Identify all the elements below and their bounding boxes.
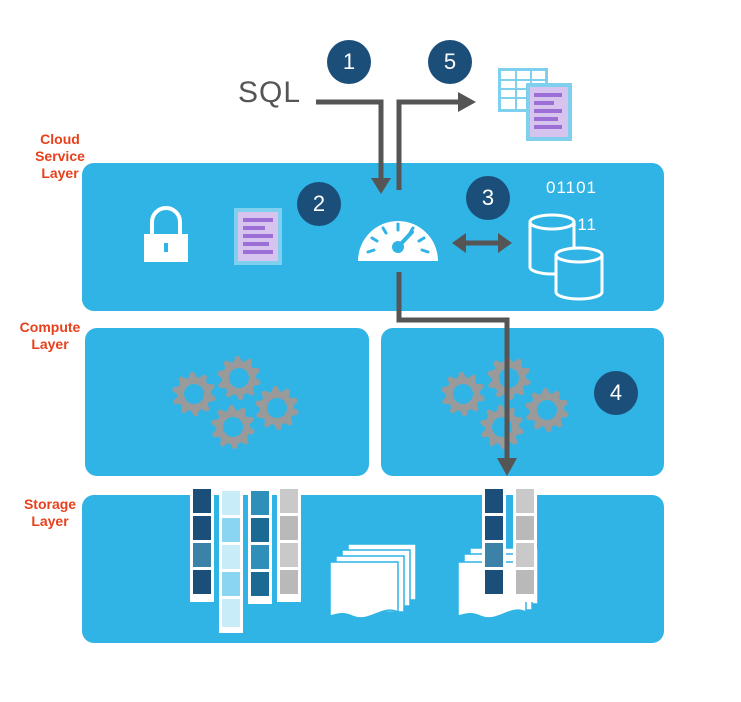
cloud-service-layer-label: Cloud Service Layer bbox=[35, 131, 85, 181]
columnar-storage-icon bbox=[457, 486, 539, 619]
storage-layer-label: Storage Layer bbox=[23, 496, 77, 529]
lock-icon bbox=[144, 206, 188, 262]
gear-hole bbox=[184, 384, 204, 404]
step-badge-2: 2 bbox=[297, 182, 341, 226]
gear-hole bbox=[223, 417, 243, 437]
gear-hole bbox=[453, 384, 473, 404]
step-badge-1: 1 bbox=[327, 40, 371, 84]
binary-line-1: 01101 bbox=[546, 178, 598, 197]
micro-partition-files-icon bbox=[329, 543, 417, 619]
gear-hole bbox=[267, 398, 287, 418]
arrow-heads bbox=[371, 92, 517, 476]
gear-cluster-icon bbox=[172, 356, 299, 449]
step-badge-3: 3 bbox=[466, 176, 510, 220]
optimizer-gauge-icon bbox=[358, 221, 438, 261]
sql-label: SQL bbox=[238, 76, 302, 109]
gear-hole bbox=[229, 368, 249, 388]
result-table-icon bbox=[498, 68, 572, 141]
step-badge-5: 5 bbox=[428, 40, 472, 84]
cache-database-icon bbox=[528, 213, 604, 301]
columnar-storage-icon bbox=[190, 486, 301, 633]
compute-layer-label: Compute Layer bbox=[19, 319, 81, 352]
gear-hole bbox=[537, 400, 557, 420]
compute-panel-left bbox=[85, 328, 369, 476]
step-badge-4: 4 bbox=[594, 371, 638, 415]
query-flow-arrows bbox=[316, 99, 510, 460]
metadata-document-icon bbox=[234, 208, 282, 265]
